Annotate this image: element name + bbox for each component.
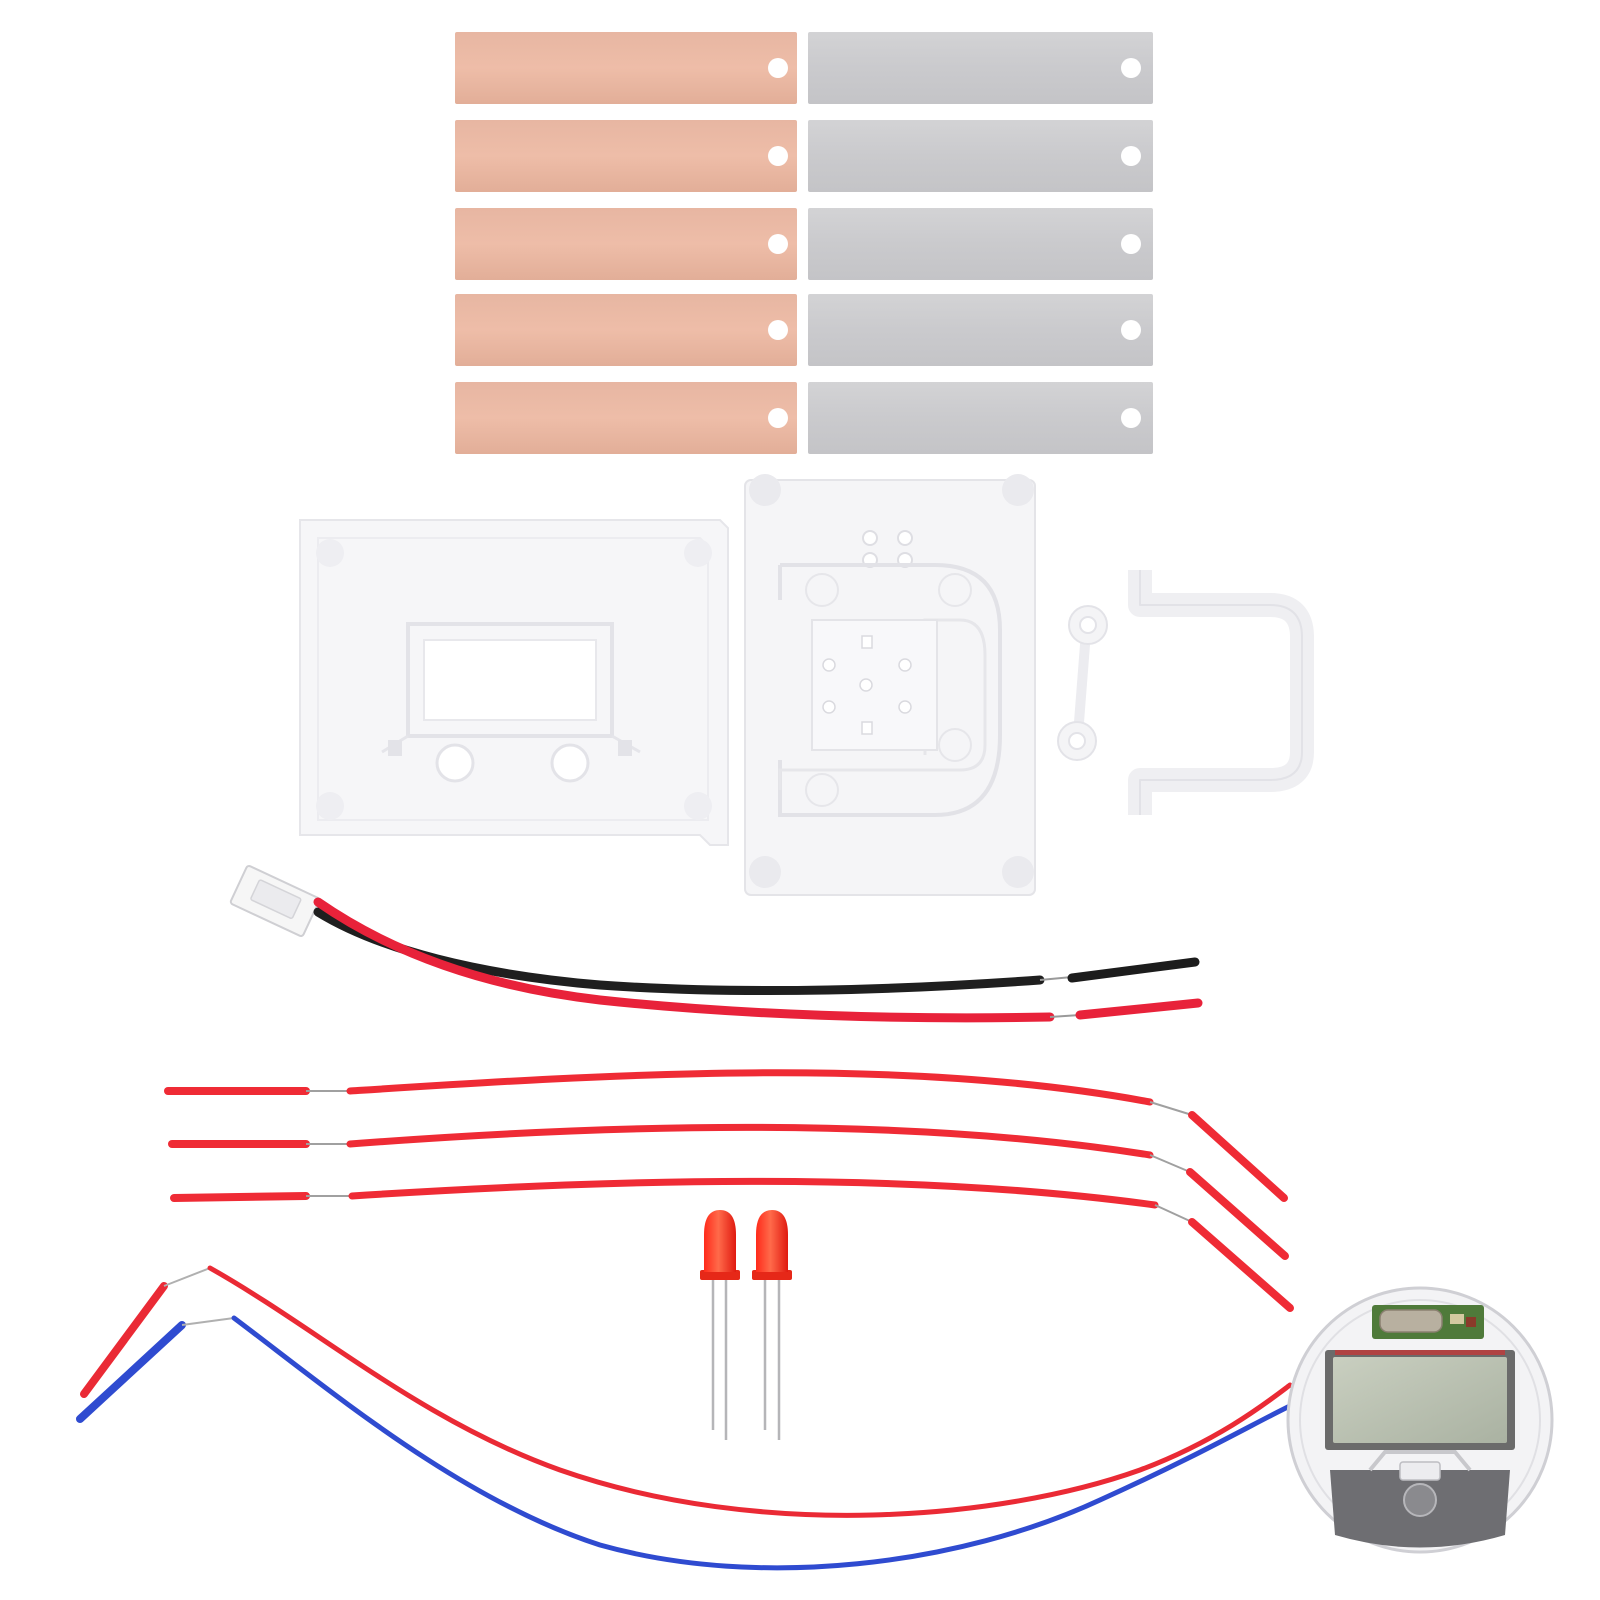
zinc-strip (808, 294, 1153, 366)
red-jumper-wires (164, 1069, 1294, 1312)
copper-strip (455, 208, 797, 280)
red-led (700, 1210, 740, 1440)
copper-strip (455, 32, 797, 104)
transparent-bracket (1128, 570, 1314, 815)
lcd-screen (1325, 1350, 1515, 1450)
zinc-strip (808, 208, 1153, 280)
zinc-strip (808, 32, 1153, 104)
zinc-electrode-strips (808, 32, 1153, 454)
red-leds (700, 1210, 792, 1440)
copper-electrode-strips (455, 32, 797, 454)
battery-contacts (1330, 1450, 1510, 1548)
transparent-link-piece (1057, 605, 1108, 761)
zinc-strip (808, 382, 1153, 454)
jumper-wire (168, 1123, 1289, 1260)
lcd-module (1286, 1286, 1554, 1554)
copper-strip (455, 120, 797, 192)
lcd-module-leads (76, 1265, 1295, 1571)
red-led (752, 1210, 792, 1440)
jumper-wire (170, 1177, 1294, 1312)
transparent-case-front (299, 519, 729, 846)
transparent-case-back (744, 474, 1036, 896)
connector-cable-red-black (229, 865, 1203, 1023)
copper-strip (455, 294, 797, 366)
jst-connector (229, 865, 321, 937)
zinc-strip (808, 120, 1153, 192)
jumper-wire (164, 1069, 1288, 1202)
copper-strip (455, 382, 797, 454)
pcb-strip (1372, 1305, 1484, 1339)
